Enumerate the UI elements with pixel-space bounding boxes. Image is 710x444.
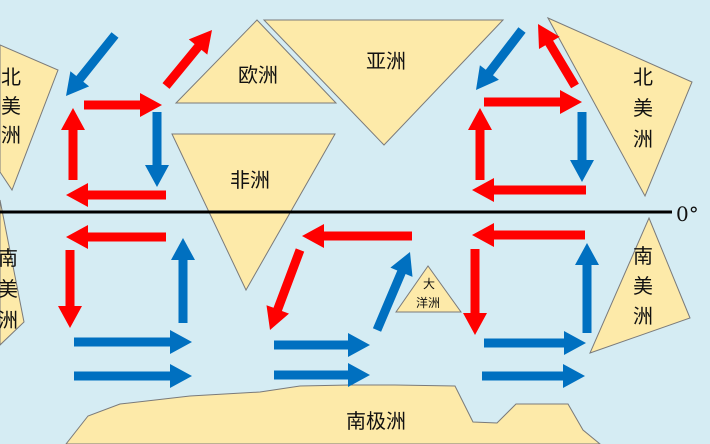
south-america-left	[0, 199, 25, 346]
antarctica	[65, 384, 601, 444]
cold-current-arrow	[74, 330, 192, 354]
label-north-america-left-3: 洲	[1, 123, 21, 147]
equator-label: 0°	[676, 202, 699, 226]
europe	[174, 19, 338, 104]
label-north-america-right-1: 北	[633, 65, 653, 89]
cold-current-arrow	[274, 333, 370, 357]
label-south-america-right-1: 南	[633, 244, 653, 268]
label-north-america-right-2: 美	[633, 96, 653, 120]
warm-current-arrow	[472, 178, 586, 202]
warm-current-arrow	[162, 30, 212, 89]
north-america-right	[546, 16, 693, 198]
cold-current-arrow	[484, 331, 586, 355]
cold-current-arrow	[482, 364, 585, 388]
warm-current-arrow	[468, 108, 492, 180]
warm-current-arrow	[58, 250, 82, 328]
warm-current-arrow	[266, 248, 305, 330]
cold-current-arrow	[171, 238, 195, 323]
label-asia: 亚洲	[366, 49, 406, 73]
cold-current-arrow	[66, 32, 119, 96]
label-africa: 非洲	[230, 168, 270, 192]
oceania	[395, 265, 462, 313]
cold-current-arrow	[145, 112, 169, 187]
warm-current-arrow	[463, 249, 487, 335]
label-north-america-left-1: 北	[1, 65, 21, 89]
cold-current-arrow	[372, 252, 413, 332]
cold-current-arrow	[570, 112, 594, 182]
south-america-right	[589, 216, 691, 354]
label-south-america-left-3: 洲	[0, 308, 18, 332]
cold-current-arrow	[476, 27, 526, 90]
warm-current-arrow	[66, 225, 166, 249]
warm-current-arrow	[66, 183, 166, 207]
label-europe: 欧洲	[238, 63, 278, 87]
label-north-america-left-2: 美	[1, 94, 21, 118]
cold-current-arrow	[575, 243, 599, 333]
warm-current-arrow	[472, 223, 585, 247]
label-antarctica: 南极洲	[346, 409, 406, 433]
label-oceania-2: 洋洲	[416, 295, 440, 310]
cold-current-arrow	[274, 363, 370, 387]
warm-current-arrow	[302, 224, 412, 248]
warm-current-arrow	[538, 24, 579, 89]
current-arrows	[58, 24, 599, 388]
north-america-left	[0, 44, 59, 192]
warm-current-arrow	[484, 90, 582, 114]
label-north-america-right-3: 洲	[633, 127, 653, 151]
label-south-america-right-2: 美	[633, 274, 653, 298]
warm-current-arrow	[61, 108, 85, 180]
label-south-america-left-1: 南	[0, 246, 18, 270]
label-south-america-right-3: 洲	[633, 304, 653, 328]
label-south-america-left-2: 美	[0, 277, 18, 301]
asia	[262, 19, 505, 146]
warm-current-arrow	[84, 93, 162, 117]
cold-current-arrow	[74, 364, 192, 388]
label-oceania-1: 大	[423, 277, 435, 291]
